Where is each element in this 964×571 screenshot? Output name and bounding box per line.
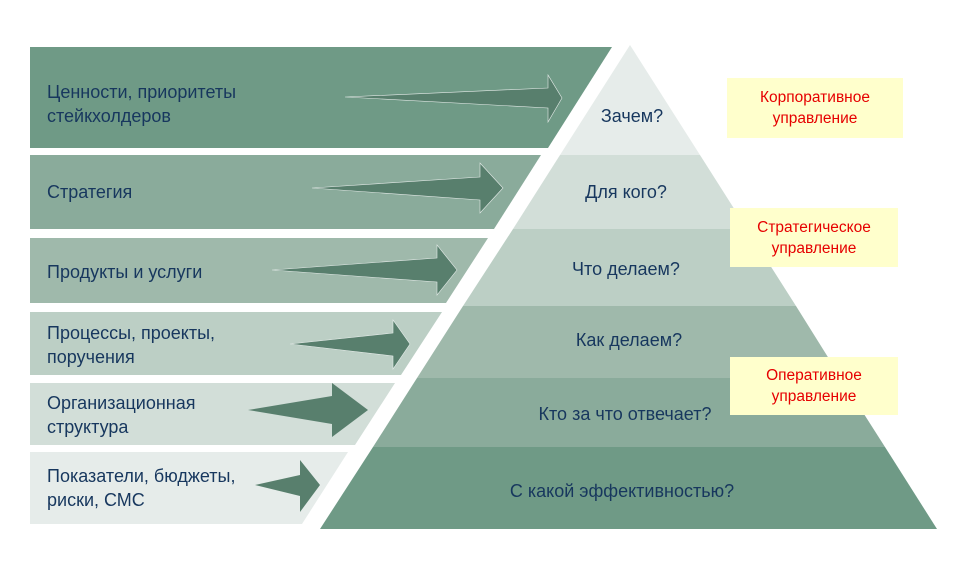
note-corporate-management: Корпоративное управление [727, 78, 903, 138]
pyramid-question-4: Как делаем? [575, 330, 683, 350]
note-label: Оперативное управление [766, 367, 862, 405]
pyramid-question-6: С какой эффективностью? [509, 481, 735, 501]
note-operational-management: Оперативное управление [730, 357, 898, 415]
left-bar-label-1: Ценности, приоритеты стейкхолдеров [47, 82, 237, 126]
left-bar-4 [30, 312, 442, 375]
pyramid-level-2 [513, 155, 747, 229]
pyramid-level-3 [463, 229, 796, 306]
pyramid-question-1: Зачем? [600, 106, 664, 126]
left-bar-label-6: Показатели, бюджеты, риски, СМС [47, 466, 236, 510]
left-bar-6 [30, 452, 348, 524]
left-bar-label-4: Процессы, проекты, поручения [47, 323, 216, 367]
note-strategic-management: Стратегическое управление [730, 208, 898, 267]
pyramid-question-3: Что делаем? [572, 259, 680, 279]
arrow-icon [271, 244, 458, 296]
note-label: Стратегическое управление [757, 218, 871, 257]
note-label: Корпоративное управление [760, 89, 870, 127]
left-bar-3 [30, 238, 488, 303]
left-bar-1 [30, 47, 612, 148]
pyramid-level-6 [320, 447, 937, 529]
arrow-icon [255, 460, 320, 512]
left-bar-5 [30, 383, 395, 445]
arrow-icon [344, 73, 563, 124]
left-bar-label-5: Организационная структура [47, 393, 196, 437]
pyramid-level-1 [560, 45, 700, 155]
left-bar-label-3: Продукты и услуги [47, 262, 203, 282]
pyramid-question-2: Для кого? [585, 182, 667, 202]
left-bar-2 [30, 155, 541, 229]
arrow-icon [311, 162, 504, 214]
arrow-icon [248, 383, 368, 437]
left-bar-label-2: Стратегия [47, 182, 133, 202]
arrow-icon [289, 319, 411, 370]
pyramid-question-5: Кто за что отвечает? [538, 404, 712, 424]
